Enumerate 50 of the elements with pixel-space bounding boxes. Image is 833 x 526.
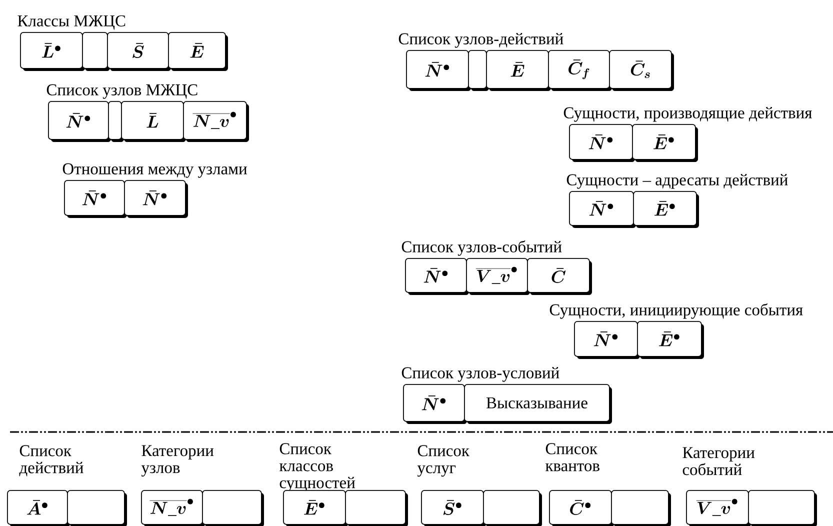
heading-text: Список услуг: [417, 445, 470, 477]
heading-text: Сущности, инициирующие события: [550, 303, 803, 319]
table-cell: Высказывание: [464, 384, 612, 424]
table-cell: $\bar{N}^{\bullet}$: [403, 384, 467, 424]
table-cell: $\bar{N}^{\bullet}$: [574, 321, 640, 359]
table-cell: $\bar{E}$: [168, 32, 228, 71]
table-cell: $\bar{L}$: [121, 101, 186, 142]
heading-text: Список действий: [19, 445, 84, 476]
heading-text: Список узлов МЖЦС: [46, 84, 198, 99]
table-cell: $\overline{N\_v}^{\bullet}$: [183, 101, 249, 142]
table-cell: $\bar{S}^{\bullet}$: [421, 490, 486, 526]
table-cell: $\bar{S}$: [107, 32, 171, 71]
table-cell: $\bar{N}^{\bullet}$: [48, 101, 111, 142]
empty-cell: [82, 32, 110, 71]
heading-text: Список узлов-событий: [402, 240, 562, 256]
node-label: $\bar{E}^{\bullet}$: [304, 500, 324, 515]
table-cell: $\bar{C}_s$: [609, 50, 674, 91]
table-cell: $\bar{E}$: [486, 50, 551, 91]
node-label: $\overline{N\_v}^{\bullet}$: [150, 498, 193, 516]
table-cell: $\bar{L}^{\bullet}$: [20, 32, 85, 71]
heading-text: Сущности – адресаты действий: [566, 174, 788, 189]
table-cell: $\bar{C}^{\bullet}$: [549, 490, 614, 526]
heading-text: Список квантов: [546, 443, 600, 472]
table-cell: $\overline{V\_v}^{\bullet}$: [466, 258, 530, 295]
table-cell: $\overline{V\_v}^{\bullet}$: [686, 490, 751, 526]
table-cell: $\bar{N}^{\bullet}$: [124, 180, 188, 218]
table-cell: $\bar{E}^{\bullet}$: [633, 191, 699, 228]
heading-text: Список узлов-действий: [398, 32, 564, 48]
heading-text: Отношения между узлами: [62, 163, 247, 178]
table-cell: $\bar{N}^{\bullet}$: [406, 50, 471, 91]
heading-text: Список классов сущностей: [280, 443, 356, 492]
table-cell: $\bar{N}^{\bullet}$: [64, 180, 127, 218]
heading-text: Классы МЖЦС: [18, 15, 126, 30]
heading-text: Категории событий: [682, 447, 755, 476]
table-cell: $\bar{C}_f$: [548, 50, 612, 91]
node-label: $\bar{A}^{\bullet}$: [27, 500, 48, 515]
heading-text: Список узлов-условий: [402, 366, 560, 382]
empty-cell: [108, 101, 124, 142]
heading-text: Сущности, производящие действия: [564, 106, 812, 122]
table-cell: $\bar{E}^{\bullet}$: [637, 321, 704, 359]
heading-text: Категории узлов: [141, 445, 214, 477]
empty-cell: [468, 50, 489, 91]
table-cell: $\bar{N}^{\bullet}$: [405, 258, 469, 295]
table-cell: $\bar{N}^{\bullet}$: [569, 124, 635, 162]
table-cell: $\bar{E}^{\bullet}$: [283, 490, 348, 526]
table-cell: $\bar{A}^{\bullet}$: [7, 490, 70, 526]
table-cell: $\bar{C}$: [527, 258, 592, 295]
table-cell: $\bar{N}^{\bullet}$: [569, 191, 636, 228]
table-cell: $\overline{N\_v}^{\bullet}$: [141, 490, 205, 526]
table-cell: $\bar{E}^{\bullet}$: [632, 124, 698, 162]
